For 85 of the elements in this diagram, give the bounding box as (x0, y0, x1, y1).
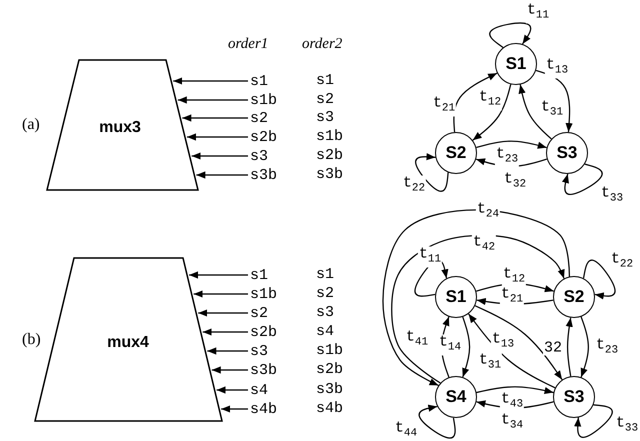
signal-label: s1 (316, 266, 334, 283)
transition-arrow (580, 316, 589, 378)
signal-label: s2b (250, 324, 278, 340)
signal-label: s3 (316, 109, 334, 126)
transition-arrow (391, 234, 565, 384)
input-arrow (189, 271, 248, 279)
state-circle: S1 (435, 276, 477, 318)
input-arrow (207, 347, 248, 355)
state-circle: S3 (546, 132, 588, 174)
edge-label: t$_{23}$ (494, 146, 520, 168)
edge-label: t$_{12}$ (502, 266, 526, 288)
self-loop-arrow (582, 260, 616, 300)
transition-arrow (476, 386, 554, 394)
transition-arrow (468, 313, 556, 388)
state-circle: S2 (553, 276, 595, 318)
input-arrow (221, 405, 248, 413)
signal-label: s4b (316, 400, 344, 417)
self-loop-arrow (415, 153, 449, 192)
multiplexer-label: mux4 (107, 334, 149, 352)
edge-label: t$_{13}$ (490, 332, 516, 352)
edge-label: t$_{12}$ (478, 90, 502, 110)
edge-label: 32 (543, 340, 563, 356)
input-arrow (198, 309, 248, 317)
edge-label: t$_{11}$ (526, 2, 550, 24)
edge-label: t$_{11}$ (418, 246, 442, 268)
edge-label: t$_{13}$ (544, 58, 570, 78)
transition-arrow (536, 70, 573, 132)
signal-label: s1b (250, 286, 278, 302)
transition-arrow (472, 84, 512, 141)
input-arrow (192, 152, 248, 160)
edge-label: t$_{14}$ (438, 334, 462, 356)
transition-arrow (462, 316, 470, 378)
input-arrow (182, 114, 248, 122)
signal-label: s1 (316, 72, 334, 89)
signal-label: s4 (316, 323, 334, 340)
signal-label: s1b (250, 92, 278, 108)
multiplexer-label: mux3 (99, 119, 141, 137)
transition-arrow (382, 209, 570, 386)
signal-label: s2b (250, 128, 278, 146)
input-arrow (173, 77, 248, 85)
edge-label: t$_{21}$ (500, 286, 524, 308)
input-arrow (196, 171, 248, 179)
signal-label: s4b (250, 400, 278, 418)
input-arrow (212, 366, 248, 374)
signal-label: s2b (316, 361, 344, 378)
signal-label: s3b (250, 362, 278, 378)
signal-label: s2 (250, 110, 268, 126)
state-circle: S3 (553, 376, 595, 418)
signal-label: s3b (316, 166, 344, 183)
state-circle: S4 (435, 376, 477, 418)
state-circle: S2 (435, 132, 477, 174)
edge-label: t$_{21}$ (432, 96, 456, 116)
input-arrow (194, 290, 248, 298)
signal-label: s2 (316, 285, 334, 302)
self-loop-arrow (418, 404, 456, 439)
panel-label: (a) (22, 116, 40, 134)
transition-arrow (566, 318, 573, 376)
input-arrow (202, 328, 248, 336)
panel-label: (b) (22, 331, 41, 349)
signal-label: s2 (250, 304, 268, 322)
input-arrow (216, 386, 248, 394)
input-arrow (186, 133, 248, 141)
signal-label: s1b (316, 342, 344, 359)
self-loop-arrow (562, 164, 603, 196)
signal-label: s4 (250, 382, 268, 398)
signal-label: s3b (316, 381, 344, 398)
signal-label: s3 (250, 342, 268, 360)
signal-label: s3 (316, 304, 334, 321)
signal-label: s3 (250, 148, 268, 164)
signal-label: s1b (316, 128, 344, 145)
column-header: order1 (228, 36, 268, 53)
self-loop-arrow (489, 22, 532, 48)
self-loop-arrow (574, 404, 613, 438)
signal-label: s2b (316, 147, 344, 164)
state-circle: S1 (495, 43, 537, 85)
transition-arrow (453, 72, 498, 132)
column-header: order2 (302, 36, 342, 53)
signal-label: s1 (250, 266, 268, 284)
transition-arrow (474, 305, 563, 380)
signal-label: s1 (250, 72, 268, 90)
transition-arrow (476, 140, 547, 149)
transition-arrow (518, 84, 552, 140)
input-arrow (178, 96, 248, 104)
signal-label: s3b (250, 166, 278, 184)
signal-label: s2 (316, 91, 334, 108)
